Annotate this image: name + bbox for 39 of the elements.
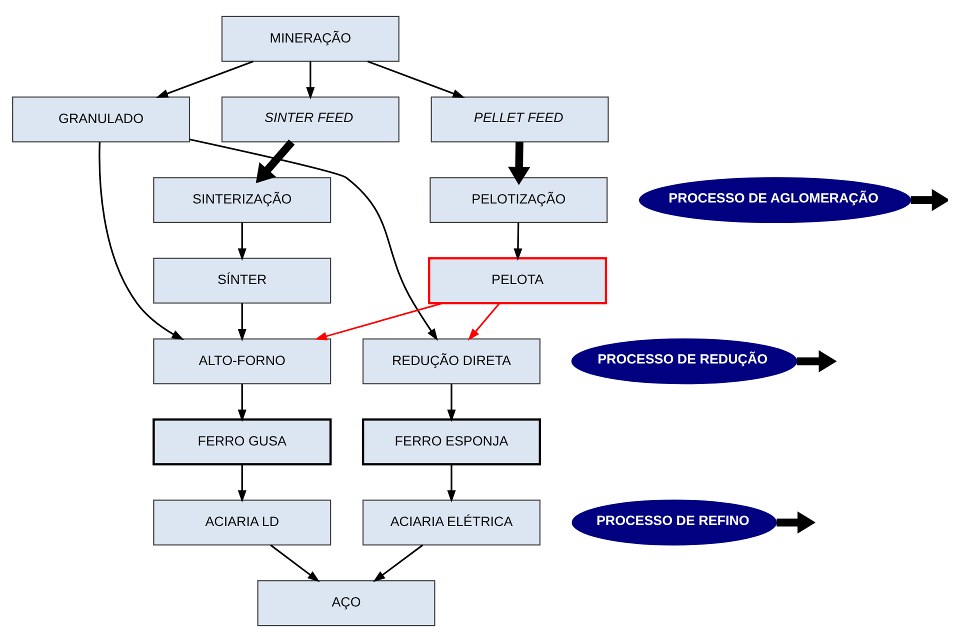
node-box: SÍNTER <box>153 257 332 304</box>
arrow <box>447 383 456 422</box>
node-box: AÇO <box>257 580 436 626</box>
arrow <box>270 544 320 582</box>
arrow <box>508 141 530 185</box>
arrow <box>98 142 184 340</box>
arrow <box>796 350 837 372</box>
node-box: PELOTIZAÇÃO <box>430 176 608 223</box>
node-box: GRANULADO <box>12 96 190 142</box>
arrow <box>190 138 438 340</box>
arrow <box>314 302 443 340</box>
node-box: SINTERIZAÇÃO <box>153 176 332 223</box>
node-box: REDUÇÃO DIRETA <box>362 338 540 384</box>
arrow <box>156 60 254 98</box>
arrow <box>910 188 948 211</box>
arrow <box>238 383 246 422</box>
node-box: FERRO ESPONJA <box>362 418 542 465</box>
node-box: SINTER FEED <box>221 96 400 142</box>
arrow <box>367 60 466 98</box>
node-box: ACIARIA LD <box>153 499 332 545</box>
arrow <box>238 464 246 502</box>
arrow <box>468 302 500 340</box>
node-box: PELLET FEED <box>430 96 609 142</box>
arrow <box>238 222 246 260</box>
node-box: FERRO GUSA <box>152 418 332 465</box>
arrow <box>372 544 424 582</box>
node-box: ACIARIA ELÉTRICA <box>362 499 540 545</box>
arrow <box>447 464 456 502</box>
arrow <box>776 510 816 534</box>
node-box: MINERAÇÃO <box>221 15 400 62</box>
node-ellipse: PROCESSO DE AGLOMERAÇÃO <box>638 176 912 223</box>
arrow <box>238 302 246 341</box>
arrow <box>306 60 315 100</box>
node-box: PELOTA <box>428 256 608 304</box>
arrow <box>256 138 295 183</box>
node-ellipse: PROCESSO DE REFINO <box>572 499 777 545</box>
node-ellipse: PROCESSO DE REDUÇÃO <box>571 338 798 384</box>
node-box: ALTO-FORNO <box>153 338 332 384</box>
arrow <box>514 222 522 260</box>
